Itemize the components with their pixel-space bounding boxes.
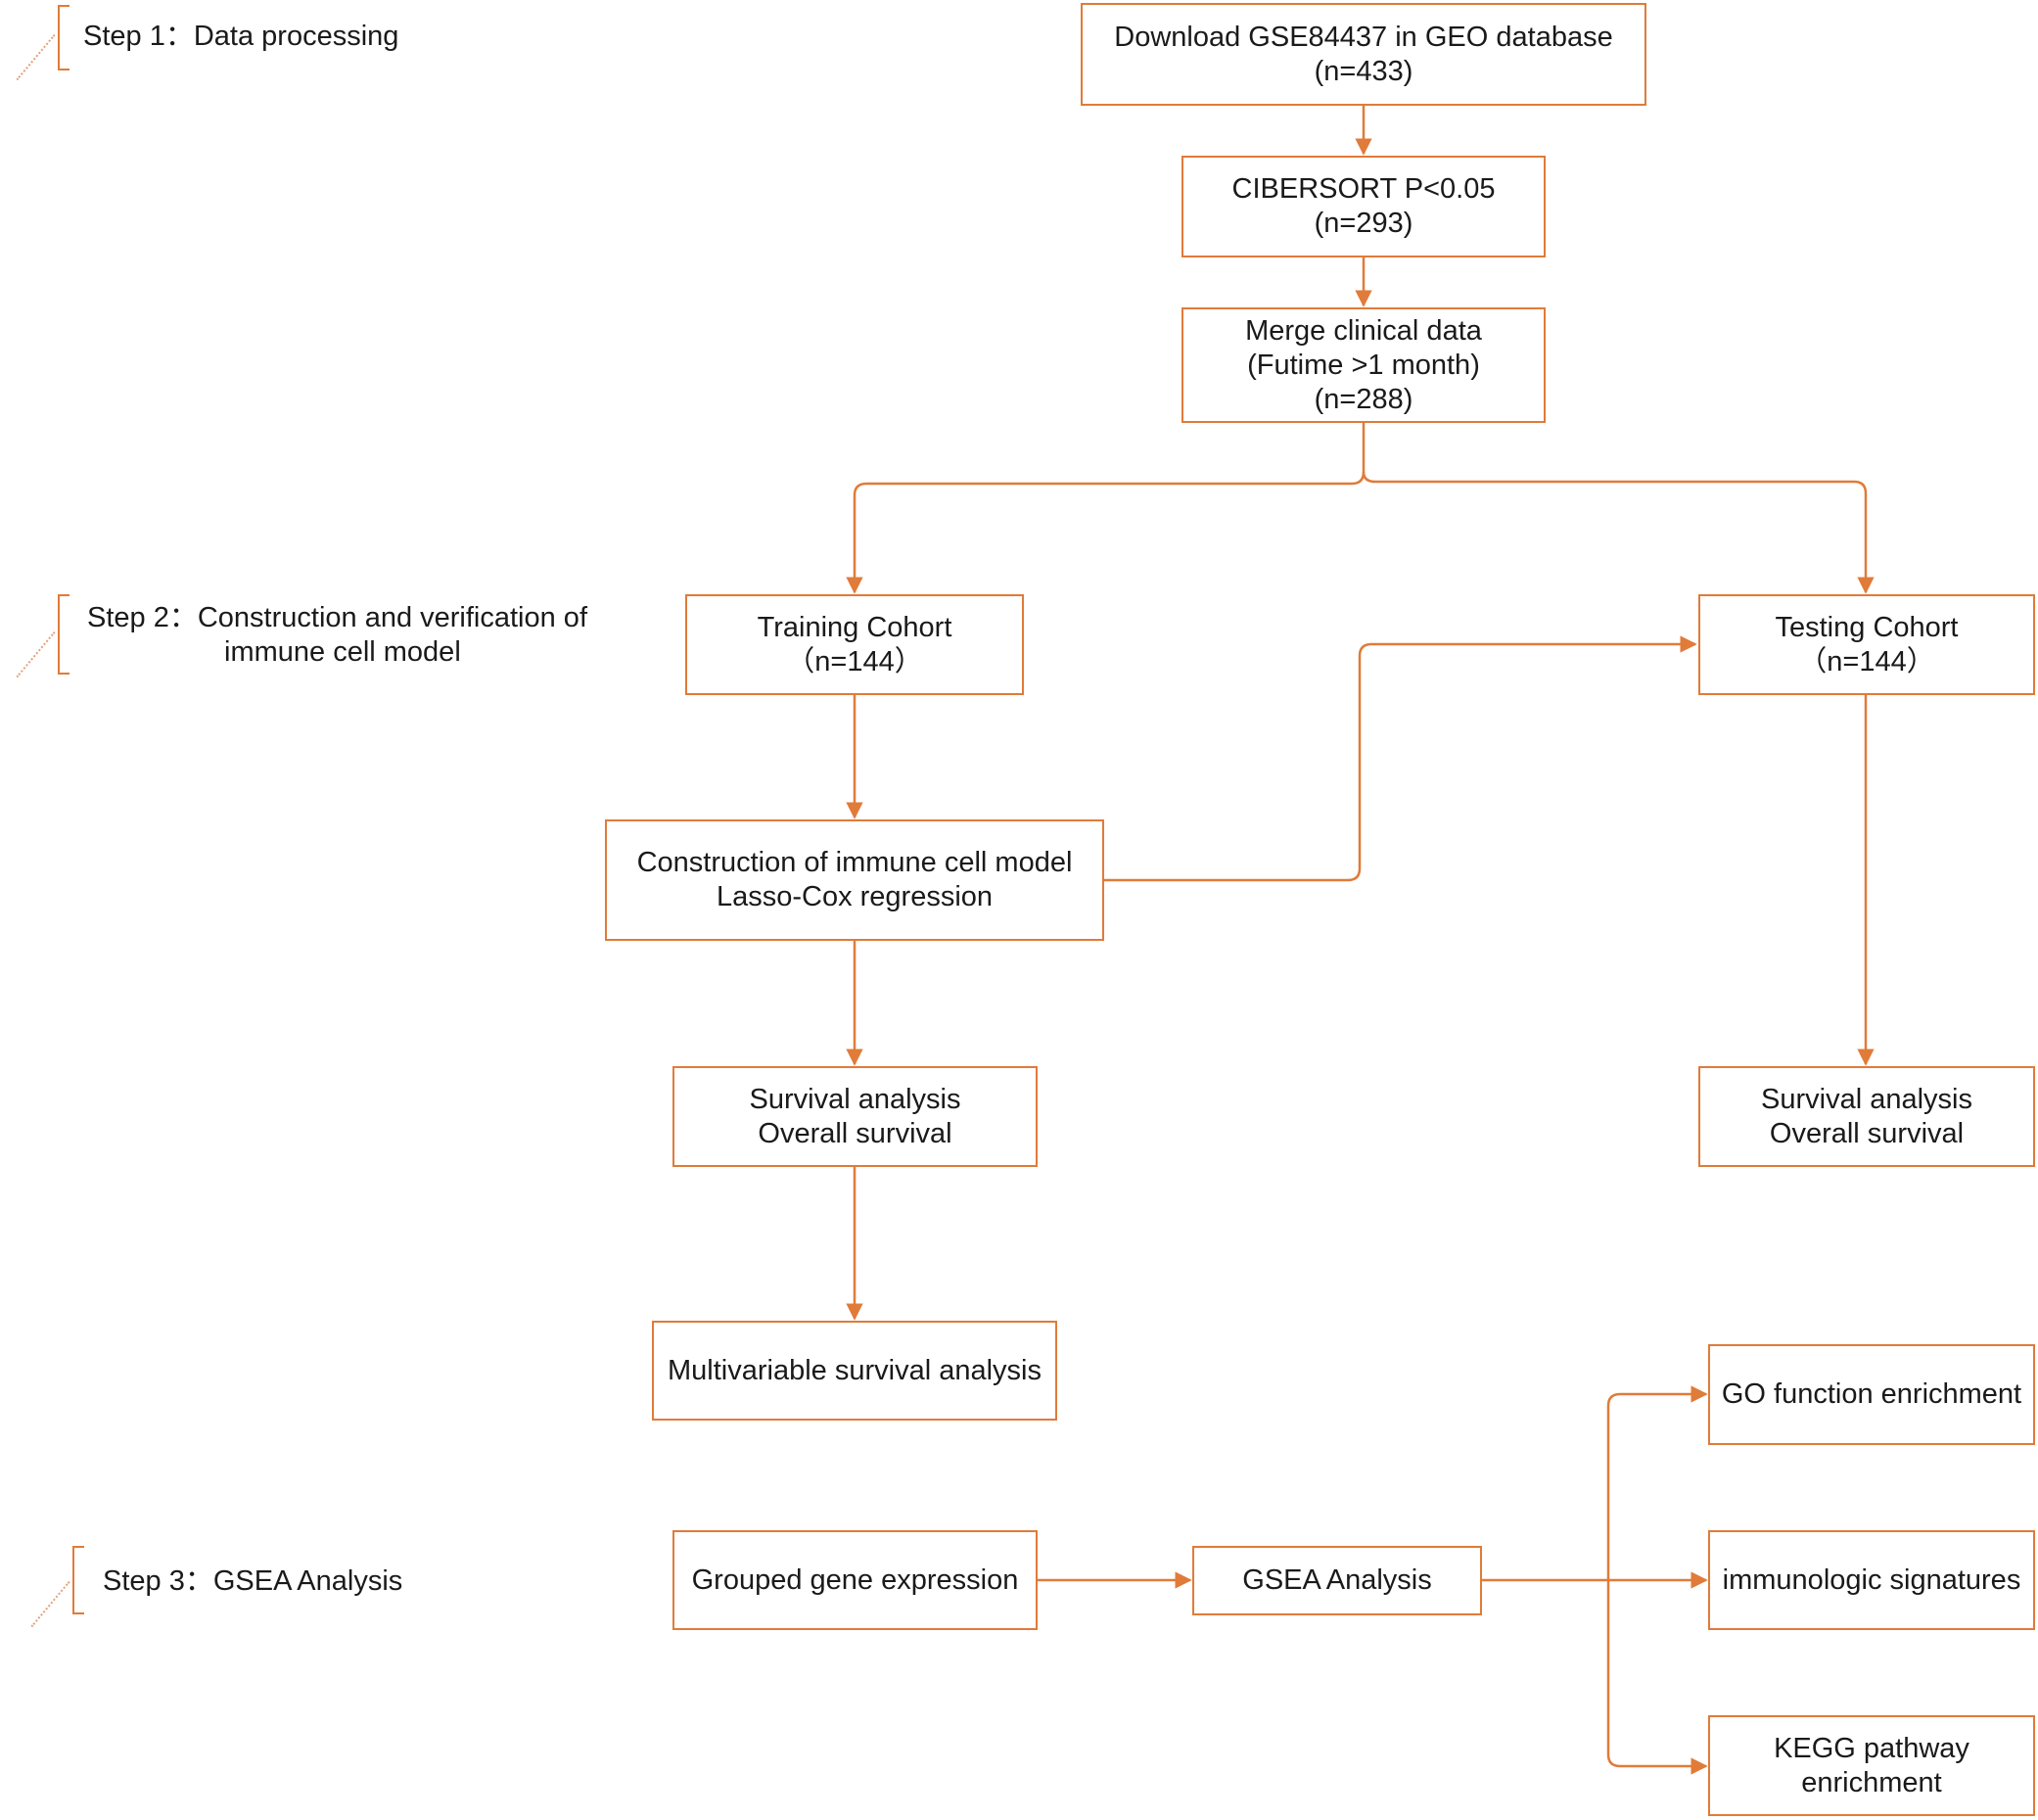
kegg-enrichment-box: KEGG pathway enrichment	[1708, 1715, 2035, 1816]
testing-count: （n=144）	[1798, 645, 1935, 677]
gsea-box: GSEA Analysis	[1192, 1546, 1482, 1615]
grouped-title: Grouped gene expression	[691, 1563, 1019, 1596]
cibersort-box: CIBERSORT P<0.05 (n=293)	[1181, 156, 1546, 257]
construction-method: Lasso-Cox regression	[716, 881, 994, 912]
multivariable-title: Multivariable survival analysis	[668, 1354, 1042, 1386]
step2-label-line2: immune cell model	[224, 636, 461, 668]
survival-train-box: Survival analysis Overall survival	[672, 1066, 1038, 1167]
step2-label-line1: Step 2：Construction and verification of	[87, 602, 587, 633]
step1-label: Step 1：Data processing	[83, 21, 399, 52]
kegg-title: KEGG pathway	[1774, 1732, 1969, 1764]
download-title: Download GSE84437 in GEO database	[1114, 21, 1613, 53]
gsea-title: GSEA Analysis	[1242, 1564, 1432, 1596]
merge-title: Merge clinical data	[1245, 314, 1482, 347]
training-cohort-box: Training Cohort （n=144）	[685, 594, 1024, 695]
testing-cohort-box: Testing Cohort （n=144）	[1698, 594, 2035, 695]
arrow-gsea-to-go	[1606, 1385, 1708, 1580]
survival-test-subtitle: Overall survival	[1769, 1117, 1965, 1149]
step3-label: Step 3：GSEA Analysis	[103, 1565, 403, 1597]
download-box: Download GSE84437 in GEO database (n=433…	[1081, 3, 1646, 106]
step1-bracket	[58, 5, 69, 70]
merge-count: (n=288)	[1314, 383, 1413, 415]
survival-test-box: Survival analysis Overall survival	[1698, 1066, 2035, 1167]
cibersort-count: (n=293)	[1314, 208, 1413, 239]
multivariable-box: Multivariable survival analysis	[652, 1321, 1057, 1421]
download-count: (n=433)	[1314, 55, 1413, 87]
step3-bracket	[72, 1546, 84, 1614]
survival-test-title: Survival analysis	[1761, 1083, 1972, 1115]
construction-box: Construction of immune cell model Lasso-…	[605, 819, 1104, 941]
testing-title: Testing Cohort	[1775, 611, 1959, 643]
arrow-construction-to-testing	[1104, 635, 1697, 882]
training-count: （n=144）	[786, 645, 923, 677]
survival-train-title: Survival analysis	[749, 1083, 961, 1115]
immunologic-signatures-box: immunologic signatures	[1708, 1530, 2035, 1630]
merge-condition: (Futime >1 month)	[1247, 349, 1480, 381]
survival-train-subtitle: Overall survival	[758, 1117, 952, 1149]
arrow-merge-to-testing	[1362, 471, 1875, 594]
training-title: Training Cohort	[757, 611, 952, 643]
arrow-merge-to-training	[846, 423, 1366, 594]
go-title: GO function enrichment	[1721, 1378, 2022, 1410]
step2-bracket	[58, 594, 69, 675]
merge-box: Merge clinical data (Futime >1 month) (n…	[1181, 307, 1546, 423]
go-enrichment-box: GO function enrichment	[1708, 1344, 2035, 1445]
cibersort-title: CIBERSORT P<0.05	[1231, 173, 1496, 205]
kegg-subtitle: enrichment	[1801, 1766, 1942, 1798]
arrow-gsea-to-kegg	[1606, 1580, 1708, 1775]
construction-title: Construction of immune cell model	[636, 847, 1073, 878]
immuno-title: immunologic signatures	[1722, 1563, 2021, 1596]
grouped-expression-box: Grouped gene expression	[672, 1530, 1038, 1630]
